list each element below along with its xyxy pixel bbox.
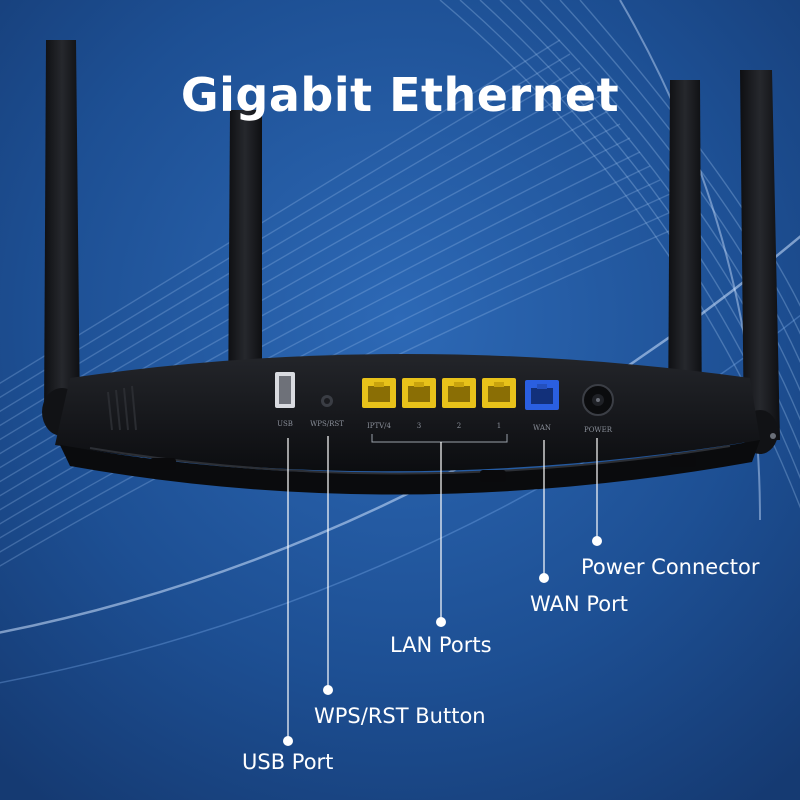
router-label-lan1: 1 [497, 422, 501, 430]
router-label-usb: USB [277, 420, 293, 428]
lan-bracket [371, 434, 508, 443]
router-feet [150, 455, 696, 482]
leader-dots [283, 536, 602, 746]
lan-port-2 [442, 378, 476, 408]
side-vents [107, 385, 137, 431]
router-label-iptv4: IPTV/4 [367, 422, 392, 430]
callout-usb-port: USB Port [242, 750, 334, 774]
lan-port-3 [402, 378, 436, 408]
router-label-wps-rst: WPS/RST [310, 420, 344, 428]
router-label-wan: WAN [533, 424, 551, 432]
lan-port-iptv4 [362, 378, 396, 408]
lan-port-1 [482, 378, 516, 408]
wps-rst-button [321, 395, 333, 407]
callout-wps-rst-button: WPS/RST Button [314, 704, 486, 728]
callout-wan-port: WAN Port [530, 592, 628, 616]
router-body [55, 354, 760, 495]
stripe-band-right [439, 0, 800, 509]
power-connector [582, 384, 614, 416]
leader-lines [287, 436, 598, 740]
usb-port [275, 372, 295, 408]
callout-power-connector: Power Connector [581, 555, 760, 579]
router-label-power: POWER [584, 426, 613, 434]
router-label-lan3: 3 [417, 422, 421, 430]
callout-lan-ports: LAN Ports [390, 633, 492, 657]
wan-port [525, 380, 559, 410]
headline: Gigabit Ethernet [180, 68, 620, 122]
router-label-lan2: 2 [457, 422, 461, 430]
